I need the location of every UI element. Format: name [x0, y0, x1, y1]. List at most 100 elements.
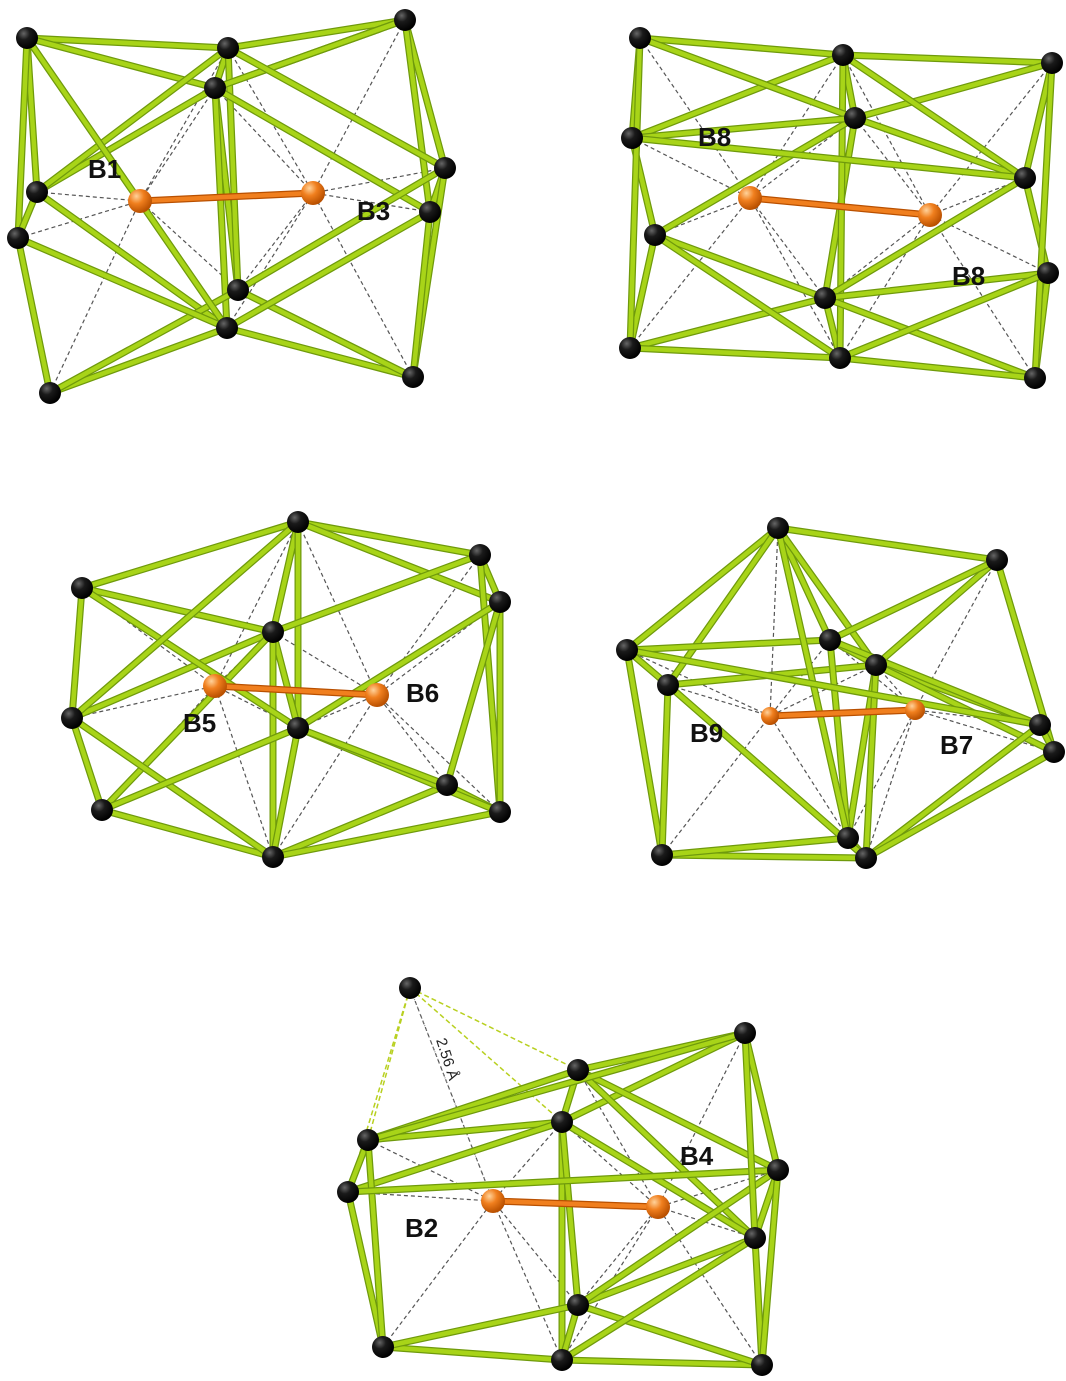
polyhedron-edge	[69, 715, 276, 860]
polyhedron-edge	[840, 52, 1028, 181]
polyhedron-edge	[79, 585, 276, 635]
polyhedron-edge	[345, 1189, 386, 1350]
dashed-contact	[376, 601, 501, 696]
polyhedron-edge	[637, 35, 858, 121]
vertex-atom	[227, 279, 249, 301]
vertex-atom	[287, 511, 309, 533]
polyhedron-edge	[99, 629, 276, 813]
vertex-atom	[837, 827, 859, 849]
vertex-atom	[1037, 262, 1059, 284]
polyhedron-edge	[863, 722, 1043, 861]
polyhedron-edge	[365, 1137, 386, 1350]
dashed-contact	[929, 62, 1053, 216]
polyhedron-edge	[1032, 60, 1055, 381]
dashed-contact	[226, 192, 314, 329]
dashed-contact	[376, 694, 448, 786]
dashed-contact	[847, 709, 916, 839]
panel-b1-b3: B1 B3	[7, 9, 456, 404]
central-atom	[301, 181, 325, 205]
vertex-atom	[399, 977, 421, 999]
central-bond	[761, 700, 925, 725]
polyhedron-edge	[212, 85, 230, 331]
polyhedron-edge	[34, 85, 218, 195]
polyhedron-edge	[79, 585, 301, 731]
vertex-atom	[1029, 714, 1051, 736]
vertex-atom	[16, 27, 38, 49]
polyhedron-edge	[224, 209, 433, 331]
vertex-atom	[71, 577, 93, 599]
vertex-atom	[619, 337, 641, 359]
polyhedron-edge	[827, 637, 851, 841]
polyhedron-edge	[225, 45, 241, 293]
polyhedron-edge	[624, 647, 1043, 728]
dashed-contact	[842, 54, 931, 216]
polyhedron-edge	[659, 682, 671, 858]
polyhedron-edge	[380, 1302, 581, 1350]
polyhedron-edge	[365, 1030, 748, 1143]
dashed-contact	[49, 200, 141, 394]
polyhedron-edge	[79, 519, 301, 591]
vertex-atoms	[616, 517, 1065, 869]
atom-label-b6: B6	[406, 678, 439, 708]
vertex-atoms	[337, 977, 789, 1376]
polyhedron-edge	[742, 1030, 781, 1173]
dashed-contact	[769, 715, 849, 839]
atom-label-b1: B1	[88, 154, 121, 184]
vertex-atom	[287, 717, 309, 739]
vertex-atom	[262, 621, 284, 643]
polyhedron-edge	[270, 809, 503, 860]
long-contact	[409, 987, 579, 1071]
dashed-contact	[561, 1206, 659, 1361]
polyhedron-edge	[47, 287, 241, 396]
distance-annotation: 2.56 Å	[432, 1036, 462, 1083]
vertex-atom	[1014, 167, 1036, 189]
vertex-atom	[819, 629, 841, 651]
central-bond	[128, 181, 325, 213]
polyhedron-edge	[624, 525, 781, 653]
dashed-contact	[382, 1200, 494, 1348]
vertex-atom	[629, 27, 651, 49]
polyhedron-edge	[575, 1067, 781, 1173]
polyhedron-edge	[637, 35, 846, 58]
polyhedron-edge	[69, 629, 276, 721]
vertex-atom	[767, 517, 789, 539]
polyhedron-edge	[24, 35, 231, 51]
long-contact	[367, 987, 411, 1141]
vertex-atom	[1043, 741, 1065, 763]
vertex-atom	[39, 382, 61, 404]
dashed-contact	[312, 19, 406, 194]
polyhedron-edge	[225, 17, 408, 51]
vertex-atom	[394, 9, 416, 31]
vertex-atom	[204, 77, 226, 99]
polyhedron-edge	[629, 115, 858, 141]
polyhedron-edge	[559, 1235, 758, 1363]
long-contacts	[347, 987, 579, 1202]
dashed-contact	[376, 554, 481, 696]
polyhedron-edge	[873, 557, 1000, 668]
long-contact	[409, 987, 563, 1123]
polyhedron-edge	[822, 270, 1051, 301]
polyhedron-edge	[99, 725, 301, 813]
vertex-atom	[644, 224, 666, 246]
polyhedron-edge	[627, 232, 658, 351]
polyhedron-edges	[344, 1029, 782, 1369]
dashed-contact	[661, 715, 771, 856]
polyhedron-edge	[827, 637, 1043, 728]
polyhedron-edge	[34, 189, 230, 331]
vertex-atom	[217, 37, 239, 59]
vertex-atom	[767, 1159, 789, 1181]
polyhedron-edge	[822, 295, 1038, 381]
vertex-atom	[337, 1181, 359, 1203]
polyhedron-edge	[380, 1344, 565, 1363]
atom-label-b8-right: B8	[952, 261, 985, 291]
polyhedron-edge	[852, 60, 1055, 121]
dashed-contact	[297, 521, 378, 696]
vertex-atom	[402, 366, 424, 388]
polyhedron-edge	[575, 1235, 758, 1308]
vertex-atom	[567, 1294, 589, 1316]
polyhedron-edge	[652, 232, 843, 361]
polyhedron-edge	[34, 45, 231, 195]
vertex-atom	[489, 591, 511, 613]
central-atom	[481, 1189, 505, 1213]
